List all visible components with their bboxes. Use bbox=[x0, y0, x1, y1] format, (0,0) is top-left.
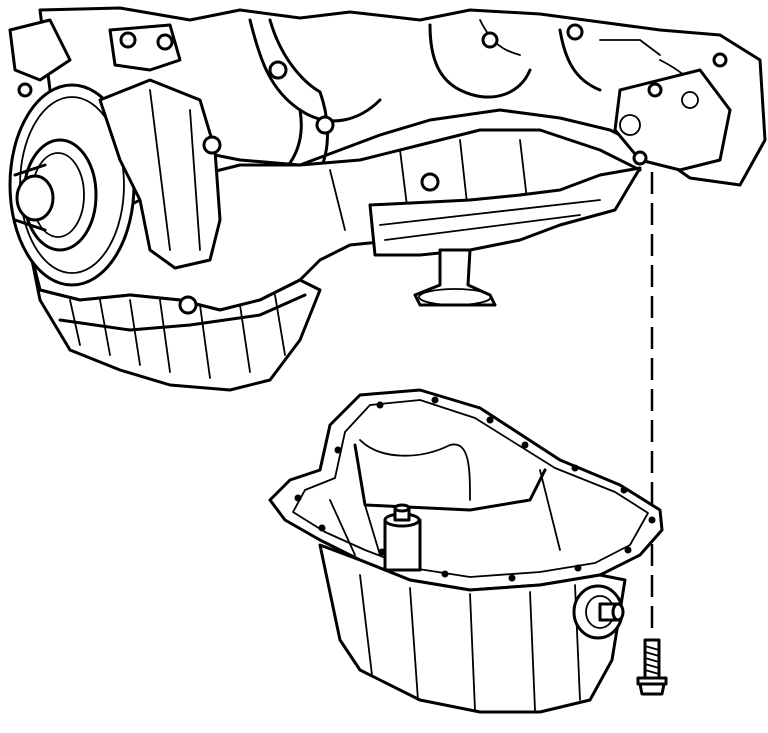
oil-filter-adapter bbox=[413, 248, 497, 307]
block-bolt bbox=[420, 172, 440, 192]
oil-pan-bolt-holes bbox=[294, 396, 656, 582]
block-bolt bbox=[315, 115, 335, 135]
block-bolt bbox=[178, 295, 198, 315]
block-bolt bbox=[202, 135, 222, 155]
oil-pan-flange bbox=[268, 388, 664, 592]
block-bolt bbox=[566, 23, 584, 41]
oil-pan-bowl bbox=[318, 543, 627, 714]
crankshaft-pulley bbox=[8, 83, 136, 287]
engine-mount-bracket bbox=[613, 68, 732, 172]
oil-pickup-boss bbox=[383, 503, 422, 572]
block-bolt bbox=[481, 31, 499, 49]
intake-manifold bbox=[38, 6, 767, 187]
oil-pan-bolt bbox=[636, 638, 668, 696]
block-bolt bbox=[268, 60, 288, 80]
engine-block bbox=[8, 6, 767, 392]
oil-drain-plug bbox=[572, 584, 625, 640]
engine-oil-pan bbox=[268, 388, 664, 714]
